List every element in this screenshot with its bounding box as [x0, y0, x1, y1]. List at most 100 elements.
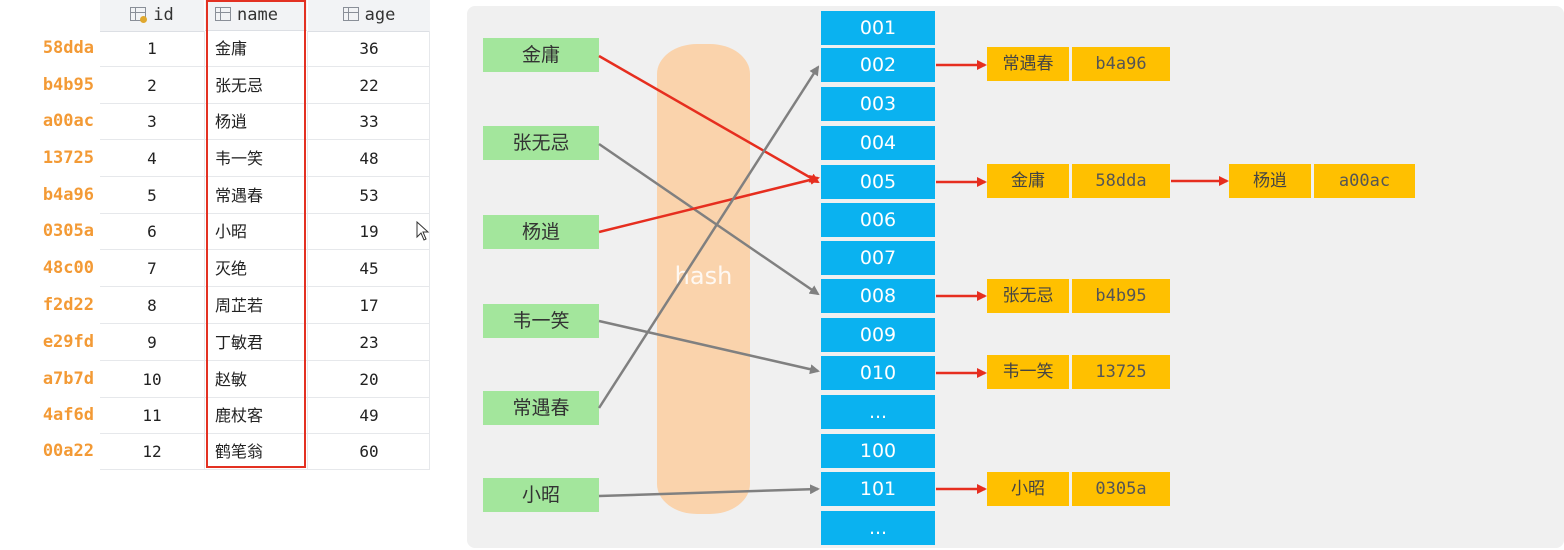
column-header-name[interactable]: name [205, 0, 307, 31]
hash-bucket: 100 [821, 434, 935, 468]
entry-key: 13725 [1072, 355, 1170, 389]
entry-name: 金庸 [987, 164, 1069, 198]
hash-arrow-yangxiao [598, 175, 820, 234]
hash-arrow-xiaozhao [598, 484, 820, 498]
hash-bucket: ... [821, 511, 935, 545]
hash-bucket: 004 [821, 126, 935, 160]
cell-name[interactable]: 金庸 [205, 31, 307, 67]
hash-arrow-weiyixiao [598, 319, 820, 375]
hash-bucket: 001 [821, 11, 935, 45]
hash-bucket: 007 [821, 241, 935, 275]
hash-bucket: 101 [821, 472, 935, 506]
row-id: a7b7d [42, 369, 94, 389]
cell-name[interactable]: 常遇春 [205, 178, 307, 214]
entry-key: b4b95 [1072, 279, 1170, 313]
cell-age[interactable]: 19 [308, 214, 430, 250]
hash-bucket: 005 [821, 165, 935, 199]
cell-age[interactable]: 48 [308, 141, 430, 177]
cell-id[interactable]: 7 [100, 251, 204, 287]
hash-arrow-jinyong [598, 54, 820, 184]
primary-key-icon [140, 16, 148, 23]
cell-age[interactable]: 23 [308, 325, 430, 361]
cell-age[interactable]: 22 [308, 68, 430, 104]
cell-name[interactable]: 鹿杖客 [205, 398, 307, 434]
cell-age[interactable]: 17 [308, 288, 430, 324]
hash-arrow-zhangwuji [598, 142, 820, 296]
cell-age[interactable]: 20 [308, 362, 430, 398]
cell-age[interactable]: 36 [308, 31, 430, 67]
input-name: 常遇春 [483, 391, 599, 425]
entry-name: 张无忌 [987, 279, 1069, 313]
row-id: a00ac [42, 111, 94, 131]
cell-id[interactable]: 11 [100, 398, 204, 434]
cell-name[interactable]: 丁敏君 [205, 325, 307, 361]
row-id: f2d22 [42, 295, 94, 315]
column-divider [429, 31, 430, 470]
input-name: 金庸 [483, 38, 599, 72]
cell-name[interactable]: 鹤笔翁 [205, 434, 307, 470]
cell-id[interactable]: 12 [100, 434, 204, 470]
entry-name: 常遇春 [987, 47, 1069, 81]
row-id: 00a22 [42, 441, 94, 461]
name-column-highlight [206, 0, 306, 468]
column-divider [204, 31, 205, 470]
cell-age[interactable]: 45 [308, 251, 430, 287]
hash-bucket: 009 [821, 318, 935, 352]
hash-arrow-changyuchun [597, 65, 820, 409]
hash-bucket: 010 [821, 356, 935, 390]
cell-id[interactable]: 6 [100, 214, 204, 250]
cell-age[interactable]: 33 [308, 104, 430, 140]
cell-name[interactable]: 小昭 [205, 214, 307, 250]
hash-diagram-panel [467, 6, 1564, 548]
cell-age[interactable]: 49 [308, 398, 430, 434]
hash-bucket: 003 [821, 87, 935, 121]
cell-id[interactable]: 2 [100, 68, 204, 104]
column-header-age[interactable]: age [308, 0, 430, 32]
cell-name[interactable]: 灭绝 [205, 251, 307, 287]
row-id: e29fd [42, 332, 94, 352]
row-id: b4a96 [42, 185, 94, 205]
entry-name: 韦一笑 [987, 355, 1069, 389]
row-id: 13725 [42, 148, 94, 168]
cell-name[interactable]: 韦一笑 [205, 141, 307, 177]
hash-bucket: 006 [821, 203, 935, 237]
cell-id[interactable]: 4 [100, 141, 204, 177]
mouse-cursor-icon [416, 221, 430, 241]
input-name: 杨逍 [483, 215, 599, 249]
cell-id[interactable]: 5 [100, 178, 204, 214]
hash-bucket: 008 [821, 279, 935, 313]
input-name: 小昭 [483, 478, 599, 512]
cell-age[interactable]: 53 [308, 178, 430, 214]
cell-name[interactable]: 张无忌 [205, 68, 307, 104]
entry-name: 杨逍 [1229, 164, 1311, 198]
row-id: 0305a [42, 221, 94, 241]
entry-key: 58dda [1072, 164, 1170, 198]
table-column-icon [342, 7, 359, 21]
row-id: b4b95 [42, 75, 94, 95]
cell-id[interactable]: 1 [100, 31, 204, 67]
table-column-icon [215, 7, 231, 21]
row-id: 58dda [42, 38, 94, 58]
entry-key: 0305a [1072, 472, 1170, 506]
cell-name[interactable]: 赵敏 [205, 362, 307, 398]
input-name: 韦一笑 [483, 304, 599, 338]
column-header-id[interactable]: id [100, 0, 204, 32]
cell-id[interactable]: 3 [100, 104, 204, 140]
row-id: 48c00 [42, 258, 94, 278]
cell-name[interactable]: 周芷若 [205, 288, 307, 324]
cell-age[interactable]: 60 [308, 434, 430, 470]
hash-bucket: 002 [821, 48, 935, 82]
cell-id[interactable]: 10 [100, 362, 204, 398]
cell-id[interactable]: 9 [100, 325, 204, 361]
cell-id[interactable]: 8 [100, 288, 204, 324]
hash-function-band [657, 44, 750, 514]
cell-name[interactable]: 杨逍 [205, 104, 307, 140]
entry-name: 小昭 [987, 472, 1069, 506]
entry-key: b4a96 [1072, 47, 1170, 81]
hash-bucket: ... [821, 395, 935, 429]
row-id: 4af6d [42, 405, 94, 425]
column-divider [307, 31, 308, 470]
input-name: 张无忌 [483, 126, 599, 160]
